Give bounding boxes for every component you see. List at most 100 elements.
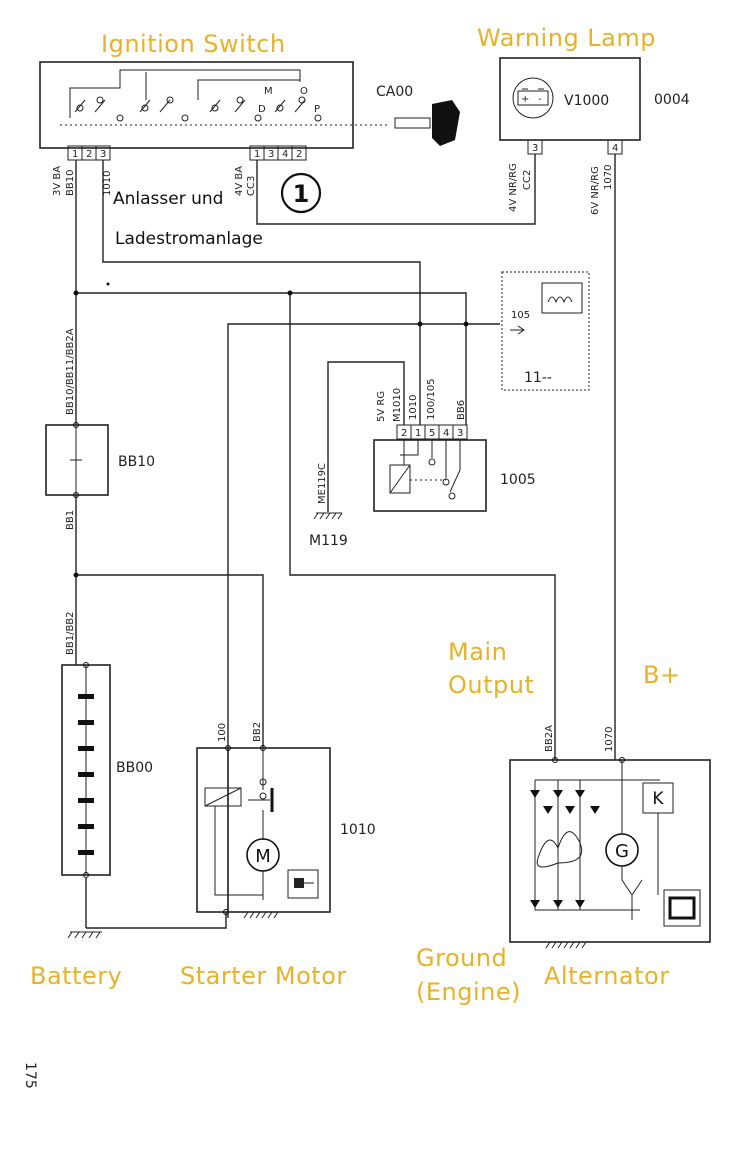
wire-label-m1010: M1010 xyxy=(392,388,403,422)
switch-pin-l1: 1 xyxy=(72,149,78,160)
switch-pin-l3: 3 xyxy=(100,149,106,160)
wire-label-100: 100 xyxy=(217,723,228,742)
starter-motor-1010: M 1010 xyxy=(196,747,376,919)
wire-label-1010a: 1010 xyxy=(102,171,113,196)
relay-box xyxy=(373,439,487,512)
arrow-icon xyxy=(510,325,525,335)
preheat-coil-icon xyxy=(541,282,583,314)
relay-pin-5: 5 xyxy=(429,428,435,439)
label-alternator: Alternator xyxy=(544,962,670,990)
label-b-plus: B+ xyxy=(643,661,681,689)
wire-label-1010b: 1010 xyxy=(408,395,419,420)
switch-pin-r4: 4 xyxy=(282,149,288,160)
bb10-box xyxy=(45,424,109,496)
wire-label-cc3: CC3 xyxy=(246,176,257,196)
wire-label-bb1: BB1 xyxy=(65,510,76,530)
label-ground-engine: Ground (Engine) xyxy=(416,944,521,1006)
bb00-label: BB00 xyxy=(116,760,153,776)
ignition-switch: M O D P 1 2 3 1 3 4 2 CA00 xyxy=(39,61,460,161)
module-11: 105 11-- xyxy=(501,271,590,391)
relay-coil-icon xyxy=(389,464,411,494)
label-main-output-text-line2: Output xyxy=(448,671,534,699)
wire-label-4vnrrg: 4V NR/RG xyxy=(508,163,519,212)
battery-bb00: BB00 xyxy=(61,664,153,939)
switch-pos-d: D xyxy=(258,104,266,115)
v1000-label: V1000 xyxy=(564,93,609,109)
lamp-pin-4: 4 xyxy=(612,143,618,154)
bb10-fuse: BB10 xyxy=(45,424,155,496)
label-starter-motor: Starter Motor xyxy=(180,962,347,990)
lamp-battery-icon xyxy=(512,77,554,119)
m119-label: M119 xyxy=(309,533,348,549)
svg-text:+: + xyxy=(521,94,529,105)
label-main-output-text: Main xyxy=(448,638,507,666)
alternator: G K xyxy=(509,759,711,949)
switch-pin-l2: 2 xyxy=(86,149,92,160)
key-head-icon xyxy=(432,100,460,146)
relay-pin-2: 2 xyxy=(401,428,407,439)
wire-label-bb2a: BB2A xyxy=(544,725,555,752)
callout-line1: Anlasser und xyxy=(113,189,223,209)
ca00-label: CA00 xyxy=(376,84,413,100)
relay-1005: 2 1 5 4 3 1005 xyxy=(373,424,536,512)
wire-label-100105: 100/105 xyxy=(426,378,437,420)
relay-pin-3: 3 xyxy=(457,428,463,439)
wire-labels: 3V BA BB10 1010 4V BA CC3 4V NR/RG CC2 6… xyxy=(52,163,615,752)
alternator-connector-icon xyxy=(663,889,701,927)
label-ground-engine-text-line2: (Engine) xyxy=(416,978,521,1006)
c1005-label: 1005 xyxy=(500,472,536,488)
label-warning-lamp: Warning Lamp xyxy=(477,24,656,52)
switch-pin-r1: 1 xyxy=(254,149,260,160)
bb10-label: BB10 xyxy=(118,454,155,470)
callout-number: 1 xyxy=(293,180,310,208)
c1010-label: 1010 xyxy=(340,822,376,838)
wire-label-bb1bb2: BB1/BB2 xyxy=(65,611,76,655)
solenoid-icon xyxy=(204,787,242,807)
alternator-box xyxy=(509,759,711,943)
wire-label-5vrg: 5V RG xyxy=(376,391,387,422)
wire-label-bb10: BB10 xyxy=(65,170,76,196)
callout-circle xyxy=(280,172,322,214)
stator-icon xyxy=(536,831,583,868)
starter-pinion-icon xyxy=(287,869,319,899)
page-number: 175 xyxy=(22,1062,38,1089)
wire-label-3vba: 3V BA xyxy=(52,166,63,196)
wire-label-bb6: BB6 xyxy=(456,400,467,420)
wire-label-6vnrrg: 6V NR/RG xyxy=(590,166,601,215)
callout-line2: Ladestromanlage xyxy=(115,229,263,249)
relay-pin-4: 4 xyxy=(443,428,449,439)
module-11-box xyxy=(501,271,590,391)
label-ignition-switch: Ignition Switch xyxy=(101,30,286,58)
warning-lamp-box xyxy=(499,57,641,141)
wire-label-bb2: BB2 xyxy=(252,722,263,742)
label-main-output: Main Output xyxy=(448,638,534,699)
ground-m119: M119 xyxy=(309,512,348,549)
switch-pos-m: M xyxy=(264,86,273,97)
key-icon xyxy=(394,117,431,129)
ignition-switch-box xyxy=(39,61,354,149)
wire-label-cc2: CC2 xyxy=(522,170,533,190)
label-ground-engine-text: Ground xyxy=(416,944,507,972)
switch-pos-p: P xyxy=(314,104,320,115)
motor-m-label: M xyxy=(255,846,271,867)
lamp-pin-3: 3 xyxy=(532,143,538,154)
warning-lamp: +- V1000 0004 3 4 xyxy=(499,57,690,155)
gen-g-label: G xyxy=(615,841,629,862)
wire-label-1070b: 1070 xyxy=(604,727,615,752)
c11-label: 11-- xyxy=(524,370,552,386)
relay-k-label: K xyxy=(652,789,664,809)
wire-label-me119c: ME119C xyxy=(317,463,328,504)
c0004-label: 0004 xyxy=(654,92,690,108)
label-battery: Battery xyxy=(30,962,122,990)
wire-label-4vba: 4V BA xyxy=(234,166,245,196)
svg-text:-: - xyxy=(538,94,542,105)
relay-pin-1: 1 xyxy=(415,428,421,439)
wire-label-bb10bb11: BB10/BB11/BB2A xyxy=(65,328,76,415)
wire-label-1070a: 1070 xyxy=(603,165,614,190)
switch-pin-r3: 3 xyxy=(268,149,274,160)
switch-pos-o: O xyxy=(300,86,308,97)
c105-label: 105 xyxy=(511,310,530,321)
switch-pin-r2: 2 xyxy=(296,149,302,160)
